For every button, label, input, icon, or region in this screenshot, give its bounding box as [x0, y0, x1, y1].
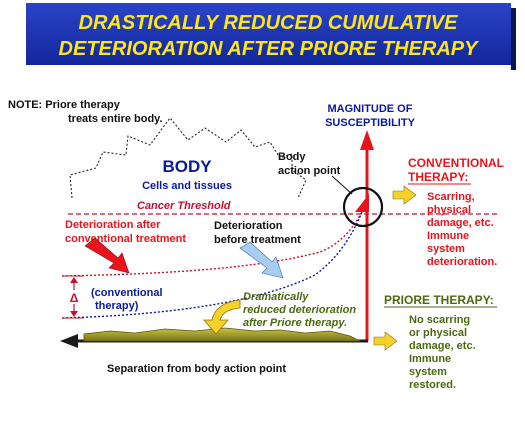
cancer-threshold-label: Cancer Threshold	[137, 200, 231, 212]
body-action-point-marker	[355, 194, 369, 212]
after-conventional-line-1: Deterioration after	[65, 219, 161, 231]
priore-reduced-arrow	[203, 299, 241, 335]
priore-line-5: system	[409, 366, 447, 378]
x-axis-label: Separation from body action point	[107, 363, 286, 375]
action-point-label-line-2: action point	[278, 165, 341, 177]
delta-arrow-up	[70, 277, 78, 283]
title-banner-shadow	[511, 8, 516, 70]
curve-before-treatment	[61, 211, 363, 319]
y-axis-label-line-1: MAGNITUDE OF	[328, 103, 413, 115]
priore-line-1: No scarring	[409, 314, 470, 326]
body-cloud	[69, 117, 307, 199]
y-axis-arrowhead	[360, 130, 374, 150]
priore-line-4: Immune	[409, 353, 451, 365]
conventional-title-line-1: CONVENTIONAL	[408, 156, 504, 170]
y-axis-label-line-2: SUSCEPTIBILITY	[325, 117, 416, 129]
delta-label-line-2: therapy)	[95, 300, 139, 312]
after-conventional-arrow	[84, 237, 130, 274]
delta-arrow-down	[70, 311, 78, 317]
conventional-line-1: Scarring,	[427, 191, 475, 203]
before-treatment-arrow	[239, 241, 284, 279]
action-point-leader	[331, 175, 353, 195]
title-banner	[26, 3, 511, 65]
conventional-line-6: deterioration.	[427, 256, 497, 268]
priore-line-3: damage, etc.	[409, 340, 476, 352]
before-treatment-line-1: Deterioration	[214, 220, 283, 232]
note-line-1: NOTE: Priore therapy	[8, 99, 121, 111]
priore-reduced-line-2: reduced deterioration	[243, 304, 356, 316]
priore-yellow-arrow	[373, 331, 398, 351]
priore-reduced-line-3: after Priore therapy.	[243, 317, 347, 329]
body-subtext: Cells and tissues	[142, 180, 232, 192]
delta-symbol: Δ	[70, 291, 79, 305]
priore-title: PRIORE THERAPY:	[384, 293, 494, 307]
title-line-2: DETERIORATION AFTER PRIORE THERAPY	[59, 38, 480, 60]
title-line-1: DRASTICALLY REDUCED CUMULATIVE	[79, 12, 459, 34]
conventional-line-5: system	[427, 243, 465, 255]
after-conventional-line-2: conventional treatment	[65, 233, 186, 245]
priore-line-2: or physical	[409, 327, 467, 339]
conventional-yellow-arrow	[392, 185, 417, 205]
action-point-label-line-1: Body	[278, 151, 306, 163]
before-treatment-line-2: before treatment	[214, 234, 301, 246]
conventional-title-line-2: THERAPY:	[408, 170, 468, 184]
delta-symbol-bg	[69, 290, 80, 304]
curve-after-conventional	[61, 211, 363, 277]
conventional-line-4: Immune	[427, 230, 469, 242]
priore-reduced-line-1: Dramatically	[243, 291, 309, 303]
conventional-line-3: damage, etc.	[427, 217, 494, 229]
body-heading: BODY	[162, 157, 212, 176]
note-line-2: treats entire body.	[68, 113, 163, 125]
body-action-point-circle	[342, 186, 384, 228]
conventional-line-2: physical	[427, 204, 471, 216]
delta-label-line-1: (conventional	[91, 287, 163, 299]
priore-ground-strip	[83, 327, 361, 342]
priore-line-6: restored.	[409, 379, 456, 391]
x-axis-arrowhead	[60, 334, 78, 348]
